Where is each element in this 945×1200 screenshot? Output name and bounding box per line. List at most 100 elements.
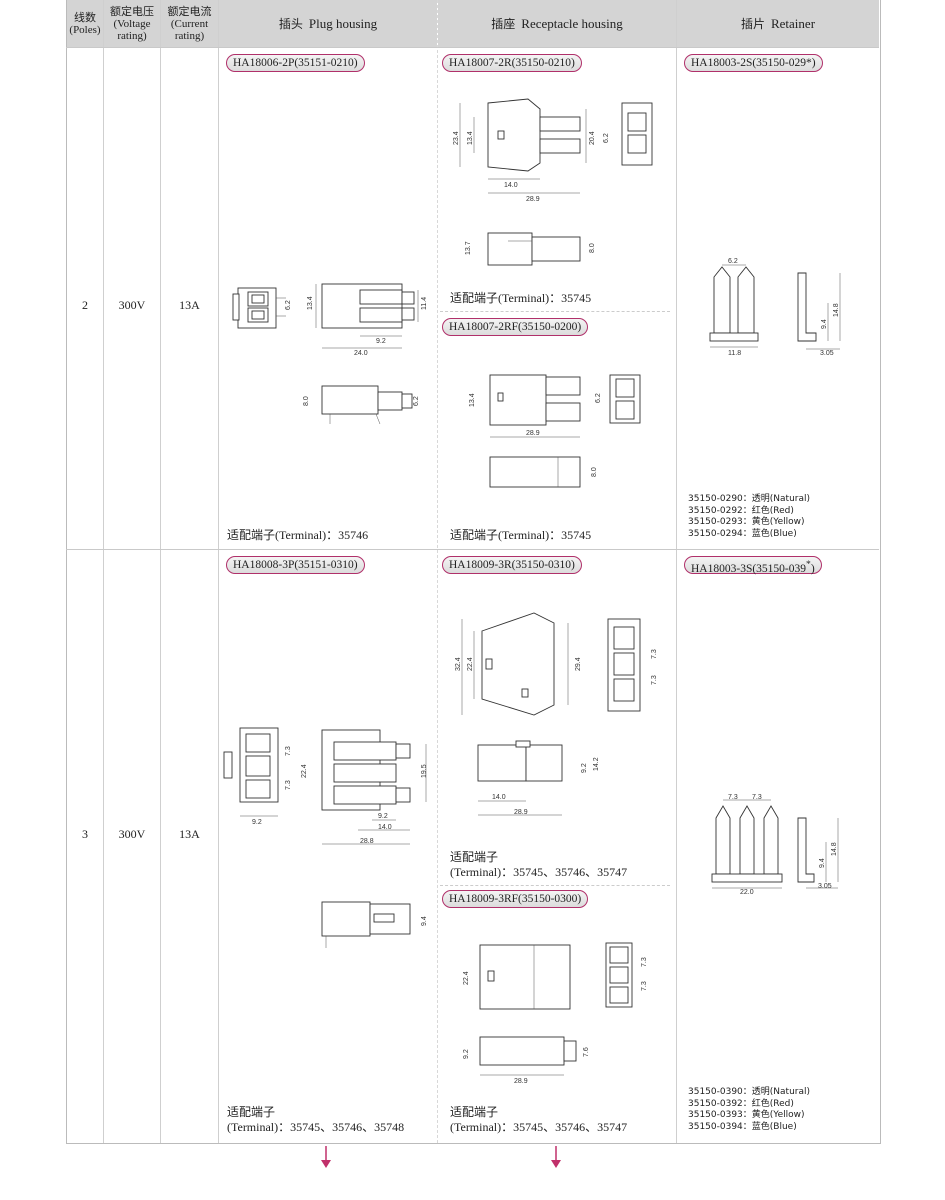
grid-line (437, 0, 438, 1143)
dim-label: 3.05 (820, 350, 834, 357)
dim-label: 7.3 (651, 649, 658, 659)
receptacle-front-view (621, 102, 653, 166)
receptacle3-front-view (607, 618, 641, 712)
terminal-value: (Terminal)：35745 (498, 291, 592, 305)
dim-label: 9.2 (463, 1049, 470, 1059)
terminal-value: (Terminal)：35745、35746、35747 (450, 865, 628, 879)
row1-poles: 2 (82, 298, 88, 312)
part-code: (35150-0310) (511, 559, 575, 571)
dim-label: 11.4 (421, 297, 428, 310)
dim-label: 14.8 (833, 303, 840, 317)
dim-label: 19.5 (421, 764, 428, 778)
terminal-label: 适配端子 (227, 1105, 276, 1119)
drawing-receptacle-3rf: 22.4 7.3 7.3 9.2 7.6 28.9 (463, 942, 648, 1085)
grid-line (218, 0, 219, 1143)
dim-label: 14.0 (378, 824, 392, 831)
terminal-value: (Terminal)：35745 (498, 528, 592, 542)
dim-label: 28.9 (514, 809, 528, 816)
header-retainer-en: Retainer (770, 15, 816, 31)
dim-label: 22.4 (467, 657, 474, 671)
part-number: HA18007-2R (449, 57, 512, 69)
dim-label: 22.0 (740, 889, 754, 896)
dim-label: 11.8 (728, 350, 741, 357)
part-label-ha18007-2r: HA18007-2R(35150-0210) (442, 54, 582, 72)
part-label-ha18003-3s: HA18003-3S(35150-039*) (684, 556, 822, 575)
retainer-front-view (709, 266, 759, 342)
terminal-note: 适配端子 (Terminal)：35745、35746、35747 (450, 850, 627, 880)
part-number: HA18003-2S (691, 57, 753, 69)
color-option: 35150-0293：黄色(Yellow) (688, 517, 805, 527)
header-receptacle-cn: 插座 (491, 17, 516, 31)
part-code-star: * (806, 559, 811, 570)
header-voltage-en1: (Voltage (113, 17, 151, 30)
dim-label: 8.0 (591, 467, 598, 477)
color-option: 35150-0290：透明(Natural) (688, 494, 811, 504)
dim-label: 7.3 (641, 957, 648, 967)
retainer3-side-view (797, 817, 815, 883)
terminal-label: 适配端子 (450, 850, 499, 864)
terminal-value: (Terminal)：35745、35746、35748 (227, 1120, 405, 1134)
dim-label: 9.2 (252, 819, 262, 826)
header-current-cn: 额定电流 (167, 5, 212, 18)
dim-label: 29.4 (575, 657, 582, 671)
part-number: HA18008-3P (233, 559, 295, 571)
spec-table (66, 0, 881, 1144)
header-plug-cn: 插头 (278, 17, 303, 31)
row1-voltage: 300V (118, 298, 146, 312)
receptacle3-side-view (477, 740, 563, 782)
part-label-ha18008-3p: HA18008-3P(35151-0310) (226, 556, 365, 574)
plug3-front-view (223, 727, 279, 803)
part-code: (35150-0200) (518, 321, 582, 333)
plug-side-view (321, 385, 413, 425)
drawing-plug-2p: 6.2 13.4 11.4 9.2 24.0 8.0 6.2 (232, 283, 428, 425)
part-code: (35150-0210) (511, 57, 575, 69)
row2-voltage: 300V (118, 827, 146, 841)
dim-label: 7.3 (728, 794, 738, 801)
terminal-note: 适配端子 (Terminal)：35745、35746、35748 (227, 1105, 404, 1135)
dim-label: 13.4 (469, 393, 476, 407)
dim-label: 22.4 (463, 971, 470, 985)
dim-label: 6.2 (603, 133, 610, 143)
receptacle3-top-view (481, 612, 555, 716)
part-code: (35150-0300) (518, 893, 582, 905)
grid-line (676, 0, 677, 1143)
part-code: (35150-039 (752, 562, 807, 575)
terminal-note: 适配端子(Terminal)：35745 (450, 291, 591, 306)
dim-label: 14.2 (593, 757, 600, 771)
color-option: 35150-0393：黄色(Yellow) (688, 1110, 805, 1120)
arrow-down-icon (551, 1146, 561, 1168)
header-receptacle-en: Receptacle housing (521, 15, 623, 31)
grid-line (440, 311, 670, 312)
part-label-ha18009-3rf: HA18009-3RF(35150-0300) (442, 890, 589, 908)
row2-current: 13A (179, 827, 200, 841)
header-poles-en: (Poles) (69, 23, 101, 36)
receptacle-side-view (487, 232, 581, 266)
receptacle3rf-front-view (605, 942, 633, 1008)
grid-line (66, 549, 879, 550)
part-number: HA18006-2P (233, 57, 295, 69)
plug-top-view (321, 283, 415, 329)
dim-label: 23.4 (453, 131, 460, 145)
retainer-side-view (797, 272, 817, 342)
terminal-label: 适配端子 (227, 528, 276, 542)
retainer-color-list: 35150-0290：透明(Natural) 35150-0292：红色(Red… (688, 494, 810, 540)
receptacle-rf-front-view (609, 374, 641, 424)
dim-label: 7.3 (285, 780, 292, 790)
dim-label: 7.3 (752, 794, 762, 801)
header-current: 额定电流 (Current rating) (161, 0, 218, 47)
dim-label: 28.9 (526, 430, 540, 437)
part-label-ha18009-3r: HA18009-3R(35150-0310) (442, 556, 582, 574)
drawing-receptacle-2r: 23.4 13.4 20.4 6.2 14.0 28.9 13.7 8.0 (453, 98, 653, 266)
header-poles: 线数 (Poles) (67, 0, 103, 47)
drawing-retainer-2s: 6.2 11.8 9.4 14.8 3.05 (709, 258, 841, 357)
terminal-label: 适配端子 (450, 528, 499, 542)
retainer3-front-view (711, 805, 783, 883)
terminal-note: 适配端子(Terminal)：35745 (450, 528, 591, 543)
dim-label: 13.7 (465, 241, 472, 255)
color-option: 35150-0392：红色(Red) (688, 1098, 794, 1109)
plug3-top-view (321, 729, 411, 811)
receptacle3rf-top-view (479, 944, 571, 1010)
header-voltage-en2: rating) (117, 29, 147, 42)
receptacle-rf-top-view (489, 374, 581, 426)
dim-label: 8.0 (589, 243, 596, 253)
